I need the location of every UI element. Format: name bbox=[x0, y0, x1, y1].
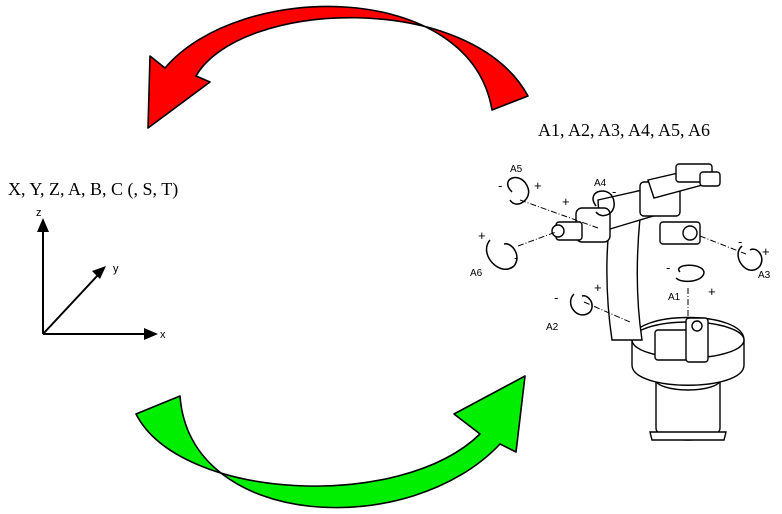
a4-minus-sign: - bbox=[612, 184, 616, 199]
a1-rotation-arc bbox=[675, 264, 705, 283]
x-axis-label: x bbox=[160, 329, 166, 341]
robot-axis-labels: A5 A4 A6 A3 A1 A2 bbox=[470, 164, 771, 333]
tool-flange-face bbox=[551, 224, 565, 238]
a3-label: A3 bbox=[758, 270, 771, 281]
y-axis-label: y bbox=[113, 263, 119, 275]
world-coordinates-heading: X, Y, Z, A, B, C (, S, T) bbox=[8, 179, 178, 200]
a6-rotation-arc bbox=[485, 239, 518, 270]
a5-rotation-arc bbox=[506, 176, 530, 205]
rotation-signs: - + + - + - - + - + - + bbox=[478, 178, 770, 305]
a2-minus-sign: - bbox=[554, 290, 558, 305]
a1-label: A1 bbox=[668, 292, 681, 303]
a5-label: A5 bbox=[510, 164, 523, 175]
industrial-robot-drawing bbox=[551, 163, 745, 441]
a6-minus-sign: - bbox=[514, 250, 518, 265]
a4-label: A4 bbox=[594, 178, 607, 189]
robot-base-flange bbox=[649, 431, 727, 441]
a3-plus-sign: + bbox=[762, 244, 770, 259]
a5-plus-sign: + bbox=[534, 178, 542, 193]
world-axis-system bbox=[37, 218, 158, 340]
a3-rotation-arc bbox=[737, 245, 763, 272]
a1-gearbox bbox=[685, 317, 709, 363]
a1-bolt bbox=[691, 320, 703, 332]
a4-plus-sign: + bbox=[562, 194, 570, 209]
red-curved-arrow bbox=[147, 5, 529, 129]
x-axis-arrowhead bbox=[144, 328, 158, 340]
a1-minus-sign: - bbox=[666, 260, 670, 275]
y-axis-line bbox=[42, 274, 99, 335]
wrist-motor-b bbox=[699, 171, 721, 187]
z-axis-label: z bbox=[36, 207, 42, 219]
rotation-arcs bbox=[485, 176, 763, 316]
a2-label: A2 bbox=[546, 322, 559, 333]
robot-lower-arm bbox=[606, 214, 643, 341]
a6-plus-sign: + bbox=[478, 228, 486, 243]
a4-rotation-arc bbox=[592, 190, 615, 217]
green-curved-arrow bbox=[135, 375, 526, 509]
a3-minus-sign: - bbox=[738, 234, 742, 249]
a6-label: A6 bbox=[470, 268, 483, 279]
a1-plus-sign: + bbox=[708, 284, 716, 299]
a2-plus-sign: + bbox=[594, 280, 602, 295]
robot-axes-heading: A1, A2, A3, A4, A5, A6 bbox=[538, 120, 710, 140]
a5-centerline bbox=[519, 199, 599, 229]
a2-rotation-arc bbox=[569, 293, 593, 316]
y-axis-arrowhead bbox=[92, 266, 106, 279]
a5-minus-sign: - bbox=[498, 178, 502, 193]
a3-motor-cap bbox=[682, 225, 698, 241]
a6-centerline bbox=[517, 231, 557, 247]
z-axis-arrowhead bbox=[37, 218, 49, 232]
